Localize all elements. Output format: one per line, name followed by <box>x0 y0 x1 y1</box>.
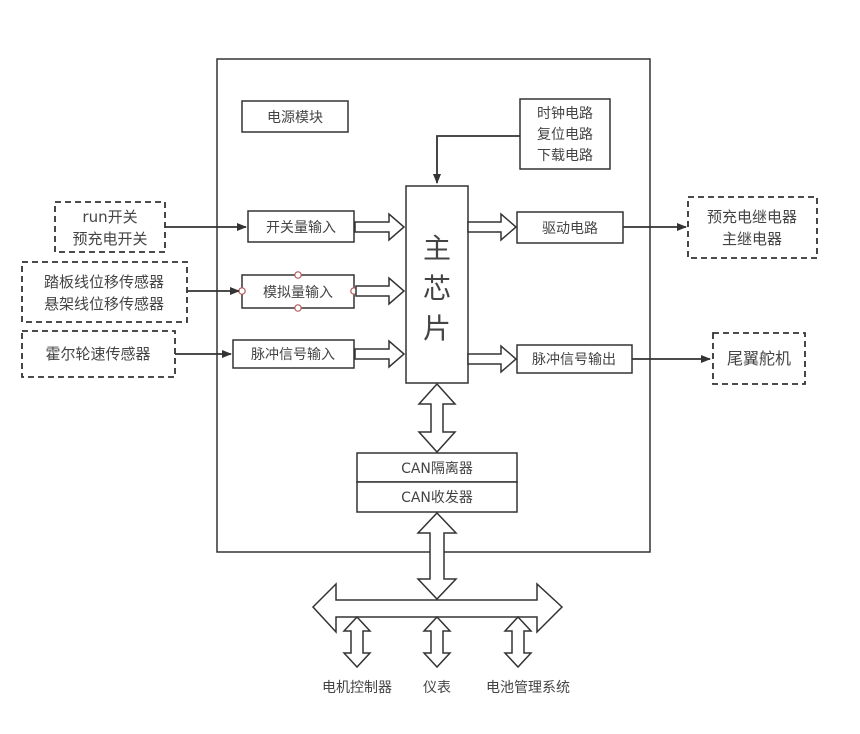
main-chip-label-1: 主 <box>423 232 451 265</box>
anchor-point-left[interactable] <box>238 287 246 295</box>
drive-circuit-label: 驱动电路 <box>542 221 598 237</box>
displacement-sensors-block[interactable]: 踏板线位移传感器 悬架线位移传感器 <box>21 261 188 323</box>
bms-label: 电池管理系统 <box>486 680 570 696</box>
run-switch-label: run开关 <box>82 208 137 226</box>
can-isolator-block[interactable]: CAN隔离器 <box>356 452 518 483</box>
transceiver-bus-arrow <box>416 511 458 601</box>
reset-circuit-label: 复位电路 <box>537 126 593 143</box>
instrument-bus-arrow <box>422 615 452 669</box>
tail-servo-block[interactable]: 尾翼舵机 <box>712 332 806 385</box>
instrument-label: 仪表 <box>423 680 451 696</box>
pulse-input-block[interactable]: 脉冲信号输入 <box>232 339 355 369</box>
main-relay-label: 主继电器 <box>722 230 782 248</box>
download-circuit-label: 下载电路 <box>537 148 593 164</box>
tail-servo-label: 尾翼舵机 <box>727 349 791 368</box>
clock-circuit-block[interactable]: 时钟电路 复位电路 下载电路 <box>519 98 611 170</box>
main-chip-block[interactable]: 主 芯 片 <box>405 185 469 384</box>
chip-can-bidirectional-arrow <box>417 382 457 454</box>
can-transceiver-block[interactable]: CAN收发器 <box>356 481 518 513</box>
can-bus-arrow <box>311 582 564 634</box>
switch-to-chip-arrow <box>354 212 406 242</box>
analog-to-chip-arrow <box>355 276 406 306</box>
power-module-label: 电源模块 <box>267 110 323 126</box>
switch-input-label: 开关量输入 <box>266 220 336 236</box>
pedal-sensor-label: 踏板线位移传感器 <box>44 273 164 291</box>
motor-controller-bus-arrow <box>342 615 372 669</box>
precharge-relay-label: 预充电继电器 <box>707 208 797 226</box>
pulse-output-block[interactable]: 脉冲信号输出 <box>516 344 633 374</box>
motor-controller-label: 电机控制器 <box>322 680 392 696</box>
main-chip-label-2: 芯 <box>423 272 451 305</box>
power-module-block[interactable]: 电源模块 <box>241 100 349 133</box>
analog-input-block[interactable]: 模拟量输入 <box>238 271 358 312</box>
anchor-point-bottom[interactable] <box>294 304 302 312</box>
can-isolator-label: CAN隔离器 <box>401 460 473 477</box>
pulse-output-label: 脉冲信号输出 <box>532 352 616 368</box>
drive-circuit-block[interactable]: 驱动电路 <box>516 211 624 244</box>
pulse-input-to-chip-arrow <box>354 339 406 369</box>
relays-external-block[interactable]: 预充电继电器 主继电器 <box>687 196 818 259</box>
anchor-point-top[interactable] <box>294 271 302 279</box>
can-transceiver-label: CAN收发器 <box>401 490 473 506</box>
clock-circuit-label: 时钟电路 <box>537 105 593 122</box>
clock-to-chip-connector <box>433 135 520 184</box>
chip-to-drive-arrow <box>467 212 518 242</box>
pulse-input-label: 脉冲信号输入 <box>251 347 335 363</box>
main-chip-label-3: 片 <box>423 312 451 345</box>
switches-external-block[interactable]: run开关 预充电开关 <box>54 201 166 253</box>
chip-to-pulse-output-arrow <box>467 344 518 374</box>
analog-input-label: 模拟量输入 <box>263 285 333 301</box>
precharge-switch-label: 预充电开关 <box>72 230 147 248</box>
switch-input-block[interactable]: 开关量输入 <box>247 210 355 243</box>
hall-sensor-block[interactable]: 霍尔轮速传感器 <box>21 330 176 378</box>
hall-sensor-label: 霍尔轮速传感器 <box>45 345 150 363</box>
bms-bus-arrow <box>503 615 533 669</box>
suspension-sensor-label: 悬架线位移传感器 <box>44 295 164 313</box>
